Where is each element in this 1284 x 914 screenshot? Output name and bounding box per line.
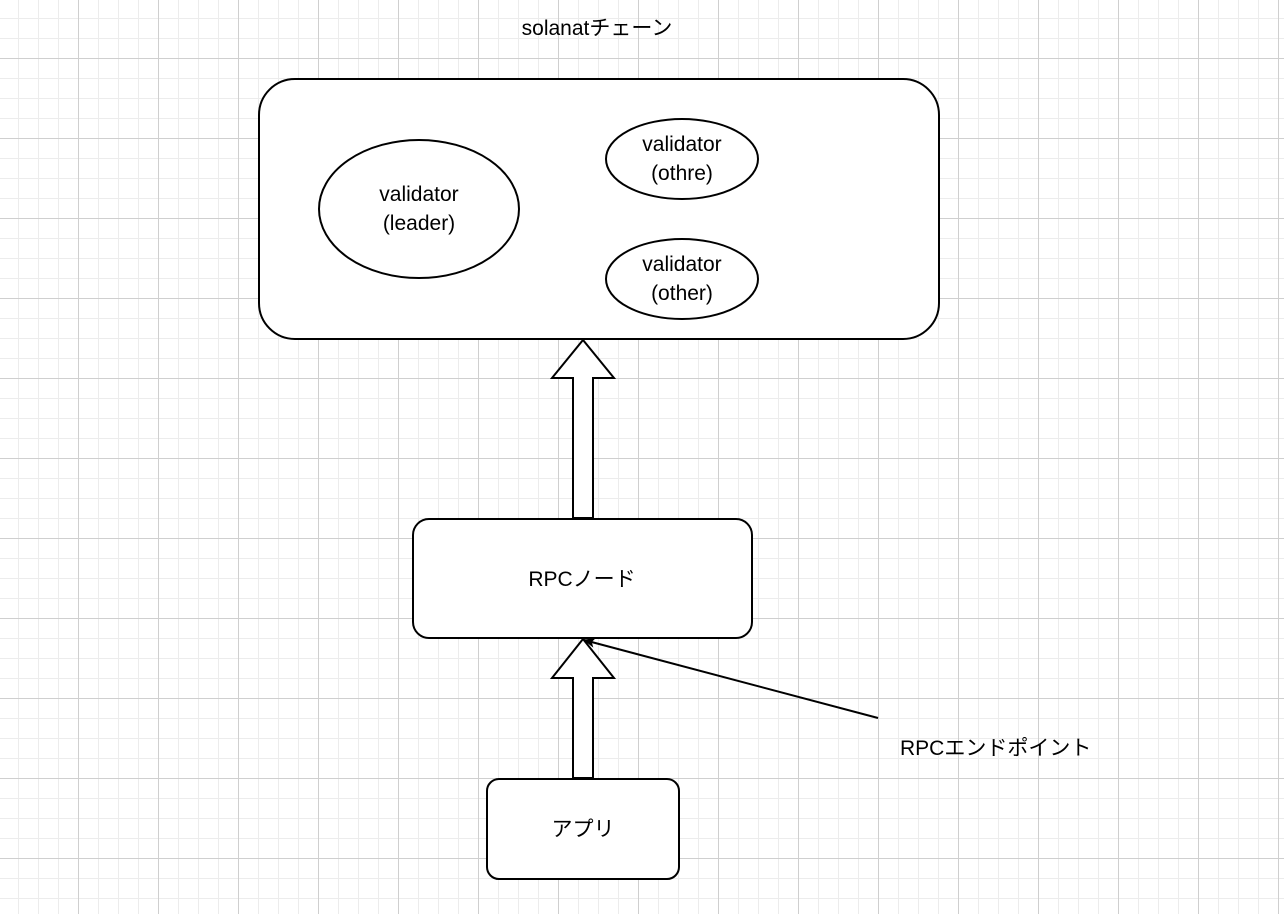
- validator-other-1[interactable]: validator (othre): [605, 118, 759, 200]
- rpc-node-shape: [412, 518, 753, 639]
- validator-leader[interactable]: validator (leader): [318, 139, 520, 279]
- validator-other-1-label-line1: validator: [642, 133, 721, 156]
- rpc-node[interactable]: RPCノード: [412, 518, 753, 639]
- block-arrow-app-to-rpc[interactable]: [549, 637, 617, 779]
- rpc-endpoint-pointer-arrow[interactable]: [583, 637, 879, 719]
- validator-other-1-shape: [605, 118, 759, 200]
- validator-other-2-label-line1: validator: [642, 253, 721, 276]
- validator-other-2-shape: [605, 238, 759, 320]
- block-arrow-rpc-to-chain[interactable]: [549, 338, 617, 519]
- validator-other-2[interactable]: validator (other): [605, 238, 759, 320]
- app-node[interactable]: アプリ: [486, 778, 680, 880]
- rpc-node-label: RPCノード: [528, 568, 635, 591]
- validator-leader-label-line1: validator: [379, 183, 458, 206]
- rpc-endpoint-label: RPCエンドポイント: [900, 737, 1091, 760]
- validator-leader-label-line2: (leader): [383, 212, 455, 235]
- chain-title: solanatチェーン: [522, 17, 673, 40]
- validator-leader-shape: [318, 139, 520, 279]
- app-node-label: アプリ: [552, 818, 615, 841]
- app-node-shape: [486, 778, 680, 880]
- validator-other-2-label-line2: (other): [651, 282, 713, 305]
- validator-other-1-label-line2: (othre): [651, 162, 713, 185]
